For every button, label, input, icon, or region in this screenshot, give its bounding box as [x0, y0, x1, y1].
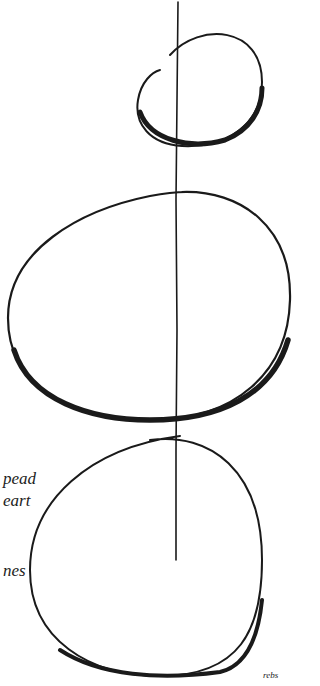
axis-line: [176, 2, 178, 560]
middle-ring-shade: [14, 340, 288, 420]
top-ring: [137, 34, 262, 146]
top-ring-shade: [140, 88, 262, 144]
signature: rebs: [262, 671, 279, 681]
bottom-ring: [30, 436, 262, 676]
middle-ring: [8, 192, 290, 420]
bottom-ring-shade: [60, 600, 262, 676]
side-note: nes: [2, 562, 27, 581]
side-note: eart: [2, 492, 31, 511]
side-note: pead: [2, 470, 37, 489]
